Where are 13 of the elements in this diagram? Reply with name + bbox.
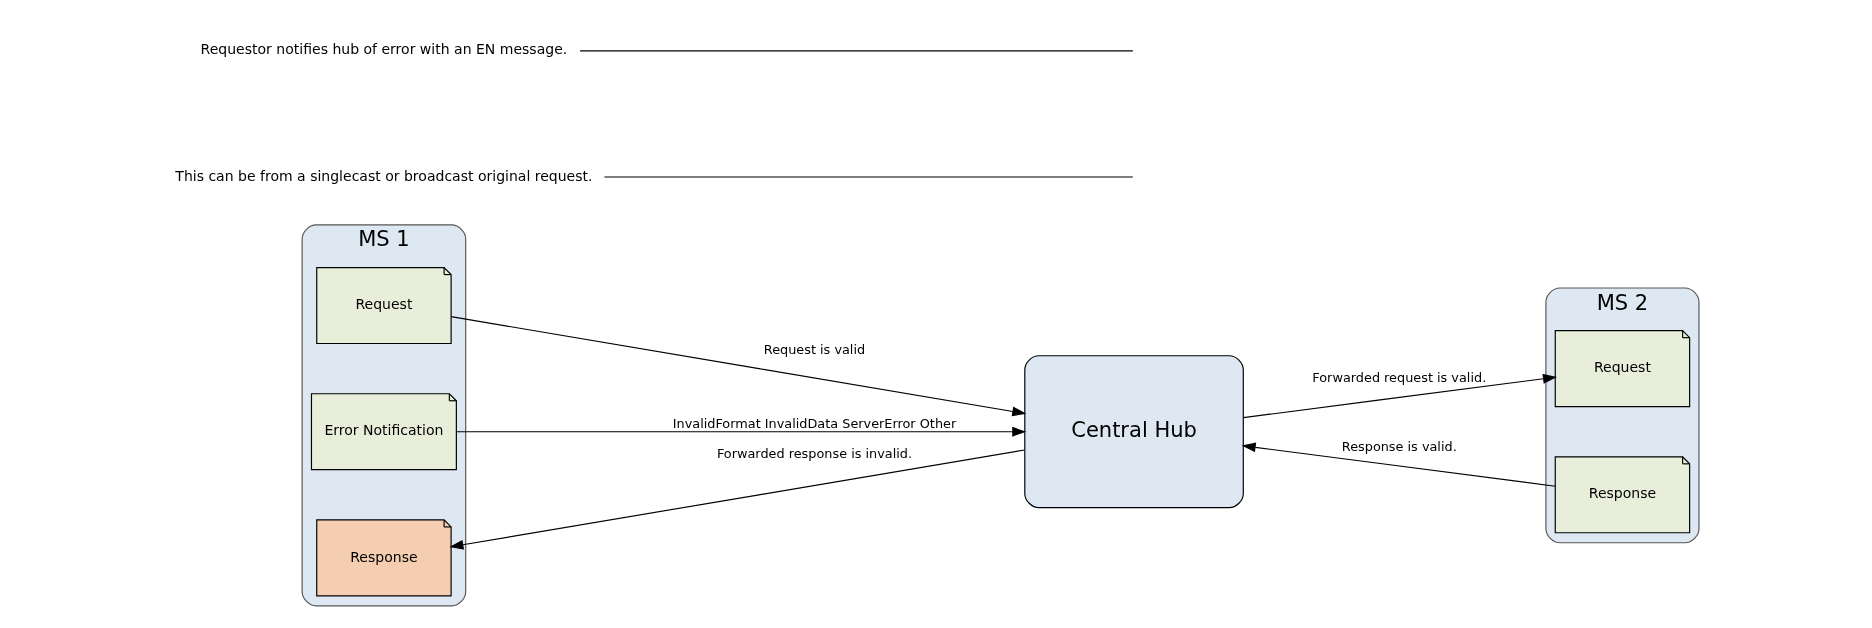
arrow xyxy=(449,449,1026,550)
arrow xyxy=(1242,373,1557,419)
edge-label: Request is valid xyxy=(763,342,866,358)
edge-label: Forwarded request is valid. xyxy=(1312,370,1487,386)
node-text: Requestor notifies hub of error with an EN message. xyxy=(200,41,568,58)
node-box: Central Hub xyxy=(1024,355,1244,509)
node-text: This can be from a singlecast or broadcast original request. xyxy=(175,167,593,184)
edge-label: Forwarded response is invalid. xyxy=(716,446,913,462)
arrow xyxy=(455,426,1027,437)
connector xyxy=(579,50,1134,52)
edge-label: InvalidFormat InvalidData ServerError Other xyxy=(672,415,957,431)
arrow xyxy=(1241,442,1556,487)
edge-label: Response is valid. xyxy=(1341,439,1457,455)
